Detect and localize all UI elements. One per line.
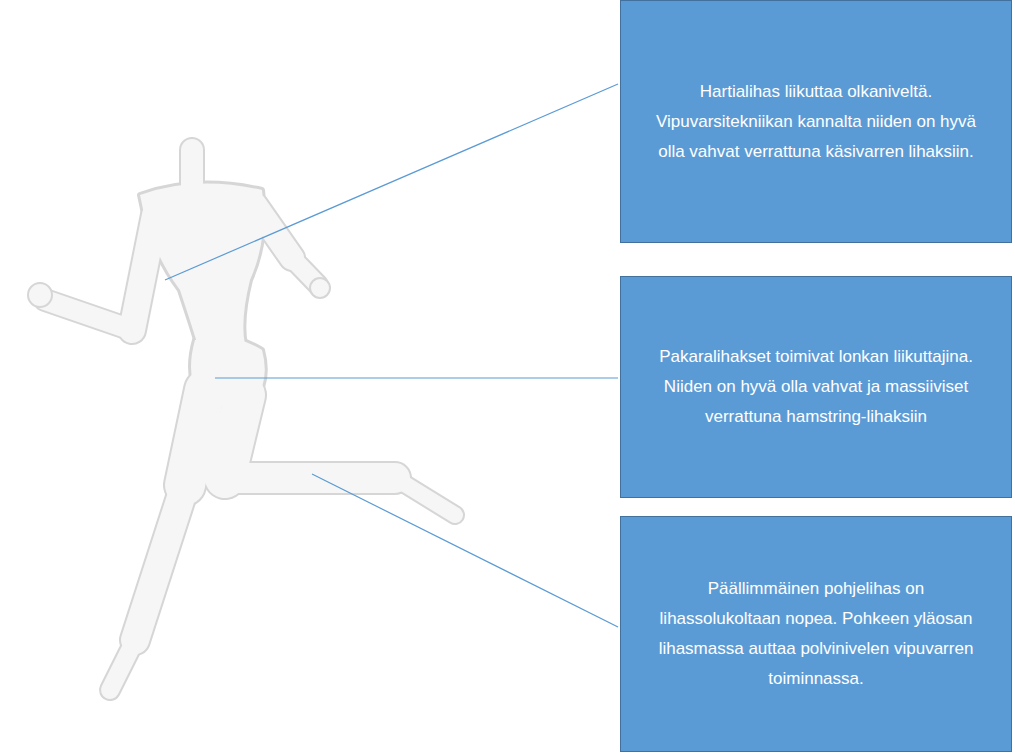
callout-box: Päällimmäinen pohjelihas on lihassolukol… — [620, 516, 1012, 752]
callout-box: Pakaralihakset toimivat lonkan liikuttaj… — [620, 276, 1012, 498]
leader-lines — [165, 84, 618, 627]
callout-text: Hartialihas liikuttaa olkaniveltä. Vipuv… — [647, 77, 985, 167]
callout-box: Hartialihas liikuttaa olkaniveltä. Vipuv… — [620, 0, 1012, 243]
callout-text: Pakaralihakset toimivat lonkan liikuttaj… — [641, 342, 991, 432]
mannequin — [28, 150, 455, 690]
callout-text: Päällimmäinen pohjelihas on lihassolukol… — [645, 574, 987, 694]
